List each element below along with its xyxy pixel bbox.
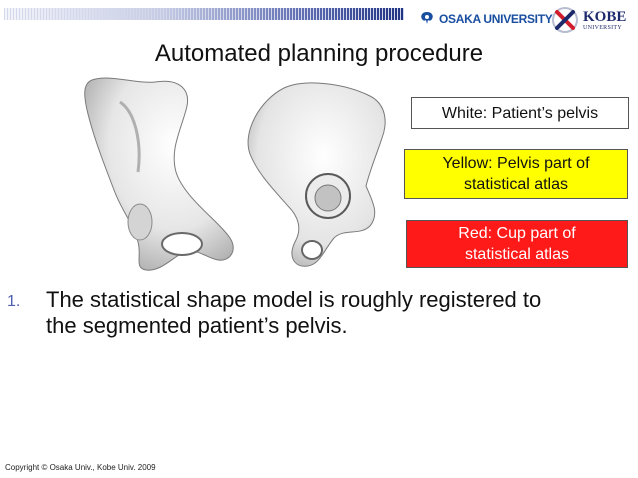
osaka-logo-text: OSAKA UNIVERSITY <box>439 12 552 26</box>
pelvis-lateral-view-image <box>236 78 396 270</box>
kobe-logo-text: KOBE <box>583 10 626 25</box>
kobe-logo-subtext: UNIVERSITY <box>583 25 626 31</box>
legend-white-line-1: White: Patient’s pelvis <box>412 103 628 124</box>
legend-yellow-line-2: statistical atlas <box>405 174 627 195</box>
bullet-text: The statistical shape model is roughly r… <box>46 287 626 339</box>
bullet-text-line-1: The statistical shape model is roughly r… <box>46 287 626 313</box>
kobe-university-logo: KOBE UNIVERSITY <box>550 4 626 36</box>
kobe-emblem-icon <box>550 5 580 35</box>
legend-red-line-1: Red: Cup part of <box>407 223 627 244</box>
osaka-university-logo: OSAKA UNIVERSITY <box>418 8 552 30</box>
legend-white-patient-pelvis: White: Patient’s pelvis <box>411 97 629 129</box>
legend-yellow-line-1: Yellow: Pelvis part of <box>405 153 627 174</box>
legend-red-line-2: statistical atlas <box>407 244 627 265</box>
slide-title: Automated planning procedure <box>0 40 638 68</box>
bullet-text-line-2: the segmented patient’s pelvis. <box>46 313 626 339</box>
osaka-emblem-icon <box>418 10 436 28</box>
legend-yellow-pelvis-atlas: Yellow: Pelvis part of statistical atlas <box>404 149 628 199</box>
pelvis-front-view-image <box>80 72 240 277</box>
bullet-number: 1. <box>7 293 20 311</box>
copyright-footer: Copyright © Osaka Univ., Kobe Univ. 2009 <box>5 463 156 472</box>
legend-red-cup-atlas: Red: Cup part of statistical atlas <box>406 220 628 268</box>
header-stripe-bar <box>4 8 404 20</box>
